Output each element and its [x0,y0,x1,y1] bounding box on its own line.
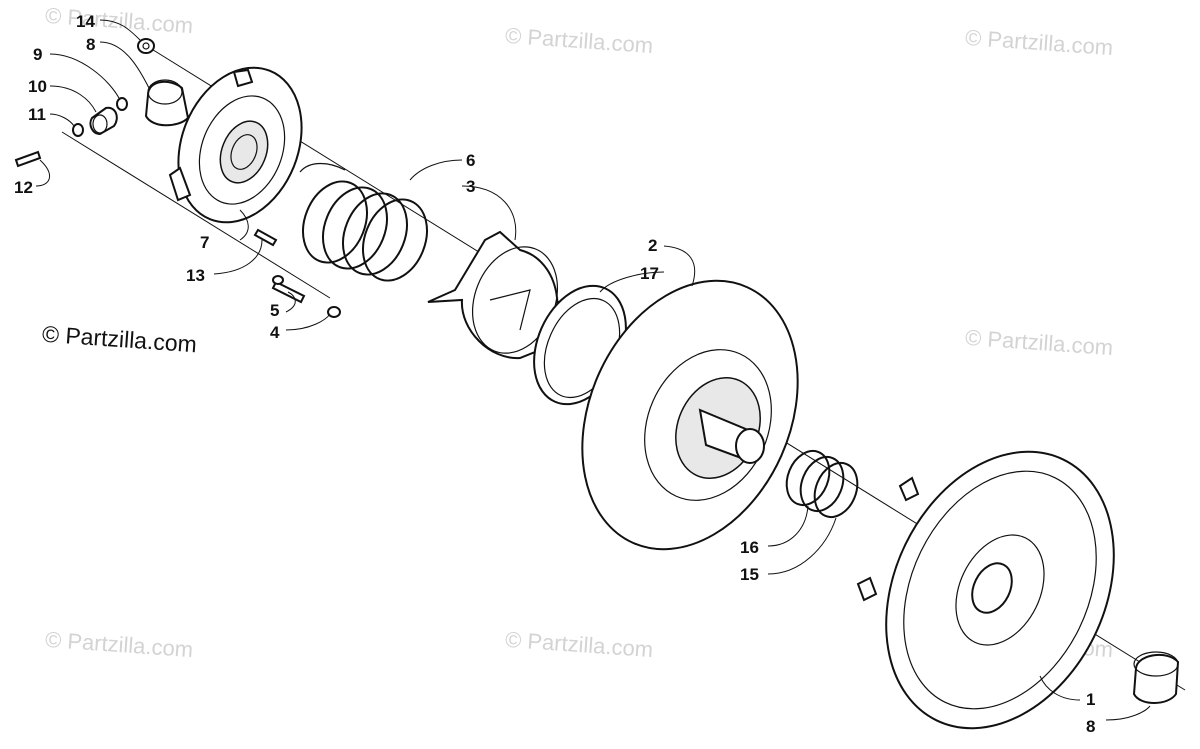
callout-7: 7 [200,233,209,252]
part-8-bushing-bottom [1132,651,1180,704]
pin-axis [61,131,331,299]
part-6-spring [299,162,428,282]
callout-11: 11 [28,105,46,124]
leader-lines [35,19,1151,721]
callout-12: 12 [14,178,33,197]
part-15-spring [813,461,859,519]
callout-3: 3 [466,177,475,196]
callout-1: 1 [1086,690,1095,709]
callout-10: 10 [28,77,47,96]
callout-6: 6 [466,151,475,170]
callout-8: 8 [86,35,95,54]
part-13-pin [253,228,278,247]
part-12-pin [14,150,42,168]
callout-9: 9 [33,45,42,64]
callout-16: 16 [740,538,759,557]
part-10-roller [89,106,118,136]
callout-14: 14 [76,12,95,31]
part-9-washer [116,97,128,111]
part-4-nut [327,306,341,318]
part-8-bushing-top [144,79,190,127]
callout-5: 5 [270,301,279,320]
part-7-cover-plate [168,66,303,224]
part-14-nut [137,38,155,54]
part-2-sheave [581,279,799,551]
callout-13: 13 [186,266,205,285]
part-5-screw [271,275,306,304]
callout-15: 15 [740,565,759,584]
part-1-fixed-sheave [856,450,1115,730]
part-16-spring [785,449,845,513]
callout-8-bottom: 8 [1086,717,1095,736]
callout-4: 4 [270,323,280,342]
part-11-washer [72,123,84,137]
callout-17: 17 [640,264,659,283]
callout-2: 2 [648,236,657,255]
